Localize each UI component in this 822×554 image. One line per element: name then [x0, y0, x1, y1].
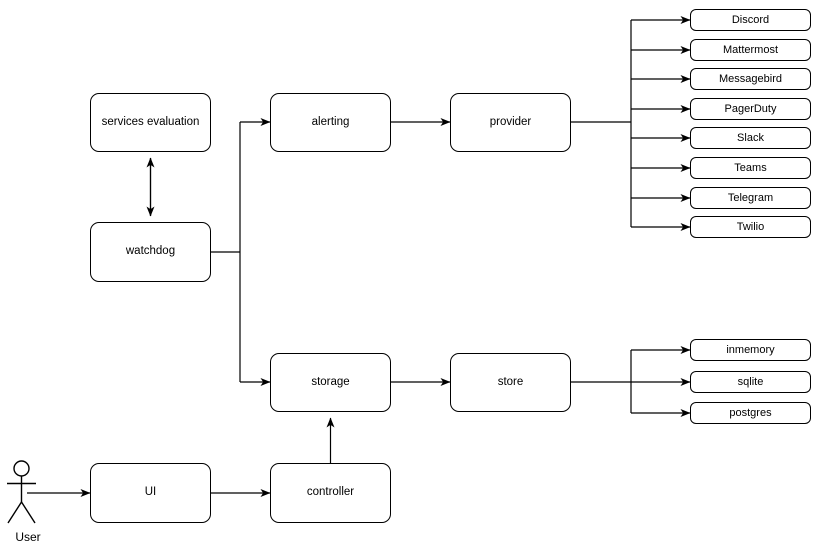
user-actor-label: User — [15, 530, 41, 544]
node-services-evaluation[interactable]: services evaluation — [90, 93, 211, 152]
node-watchdog[interactable]: watchdog — [90, 222, 211, 282]
node-store-postgres[interactable]: postgres — [690, 402, 811, 424]
node-provider[interactable]: provider — [450, 93, 571, 152]
node-ui[interactable]: UI — [90, 463, 211, 523]
node-provider-teams[interactable]: Teams — [690, 157, 811, 179]
node-provider-mattermost[interactable]: Mattermost — [690, 39, 811, 61]
node-provider-slack[interactable]: Slack — [690, 127, 811, 149]
user-actor-figure — [7, 460, 36, 524]
node-provider-messagebird[interactable]: Messagebird — [690, 68, 811, 90]
node-controller[interactable]: controller — [270, 463, 391, 523]
node-provider-pagerduty[interactable]: PagerDuty — [690, 98, 811, 120]
node-store-sqlite[interactable]: sqlite — [690, 371, 811, 393]
node-provider-discord[interactable]: Discord — [690, 9, 811, 31]
node-store[interactable]: store — [450, 353, 571, 412]
node-provider-twilio[interactable]: Twilio — [690, 216, 811, 238]
node-alerting[interactable]: alerting — [270, 93, 391, 152]
node-storage[interactable]: storage — [270, 353, 391, 412]
node-provider-telegram[interactable]: Telegram — [690, 187, 811, 209]
node-store-inmemory[interactable]: inmemory — [690, 339, 811, 361]
